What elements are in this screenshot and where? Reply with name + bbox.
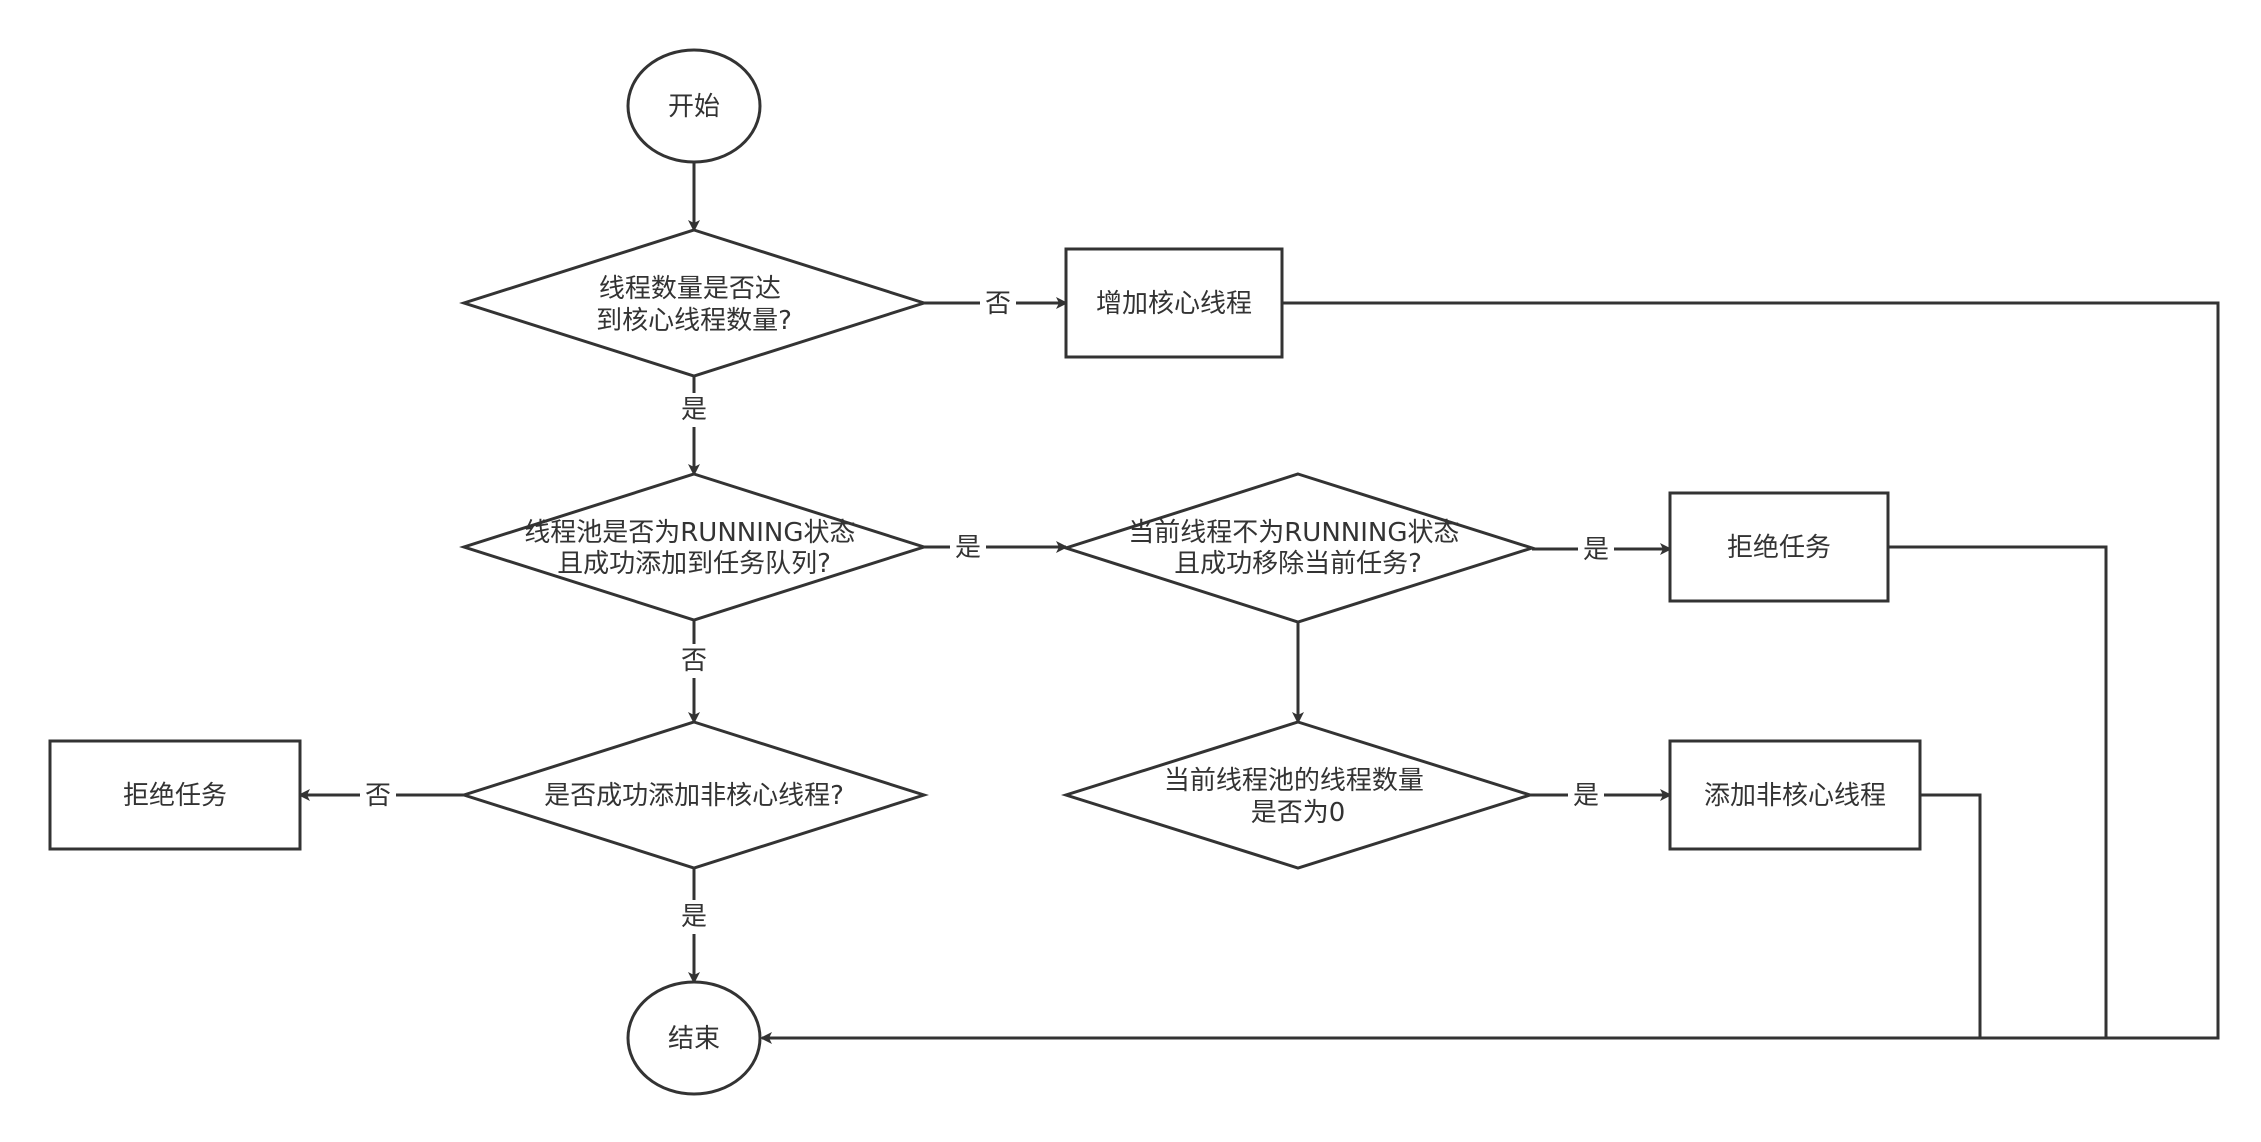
edge-label-running-no: 否 <box>681 646 707 676</box>
node-add-core-thread-label: 增加核心线程 <box>1096 289 1252 319</box>
node-decision-running-queue[interactable]: 线程池是否为RUNNING状态 且成功添加到任务队列? <box>459 472 929 622</box>
node-start-label: 开始 <box>668 92 720 122</box>
node-decision-recheck-running-label: 当前线程不为RUNNING状态 且成功移除当前任务? <box>1128 518 1468 579</box>
node-end-label: 结束 <box>668 1024 720 1054</box>
node-end[interactable]: 结束 <box>626 980 762 1096</box>
edge-label-noncore-yes: 是 <box>681 902 707 932</box>
node-add-core-thread[interactable]: 增加核心线程 <box>1064 247 1284 359</box>
node-decision-pool-zero-label: 当前线程池的线程数量 是否为0 <box>1164 766 1432 828</box>
edge-labels: 否 是 是 是 否 否 是 是 <box>360 286 1614 934</box>
edge-label-noncore-no: 否 <box>365 781 391 811</box>
node-decision-add-noncore[interactable]: 是否成功添加非核心线程? <box>459 720 929 870</box>
node-reject-task-left-label: 拒绝任务 <box>123 781 227 811</box>
node-start[interactable]: 开始 <box>626 48 762 164</box>
node-reject-task-left[interactable]: 拒绝任务 <box>48 739 302 851</box>
edge-label-recheck-yes: 是 <box>1583 535 1609 565</box>
edge-label-zero-yes: 是 <box>1573 781 1599 811</box>
node-decision-core-count-label: 线程数量是否达 到核心线程数量? <box>596 274 792 336</box>
node-add-noncore-thread-label: 添加非核心线程 <box>1704 781 1886 811</box>
node-decision-core-count[interactable]: 线程数量是否达 到核心线程数量? <box>459 228 929 378</box>
edge-add-noncore-to-end <box>1920 793 1982 1038</box>
nodes: 开始 线程数量是否达 到核心线程数量? 增加核心线程 线程池是否为RUNNING… <box>48 48 1922 1096</box>
node-decision-recheck-running[interactable]: 当前线程不为RUNNING状态 且成功移除当前任务? <box>1061 472 1537 624</box>
node-decision-pool-zero[interactable]: 当前线程池的线程数量 是否为0 <box>1061 720 1535 870</box>
node-add-noncore-thread[interactable]: 添加非核心线程 <box>1668 739 1922 851</box>
node-reject-task-right-label: 拒绝任务 <box>1727 533 1831 563</box>
edge-add-core-to-end <box>760 301 2220 1044</box>
edge-reject-right-to-end <box>1888 545 2108 1038</box>
node-decision-add-noncore-label: 是否成功添加非核心线程? <box>544 781 844 811</box>
edge-label-running-yes: 是 <box>955 533 981 563</box>
edge-label-core-yes: 是 <box>681 395 707 425</box>
node-reject-task-right[interactable]: 拒绝任务 <box>1668 491 1890 603</box>
edge-label-core-no: 否 <box>985 289 1011 319</box>
node-decision-running-queue-label: 线程池是否为RUNNING状态 且成功添加到任务队列? <box>524 518 864 579</box>
